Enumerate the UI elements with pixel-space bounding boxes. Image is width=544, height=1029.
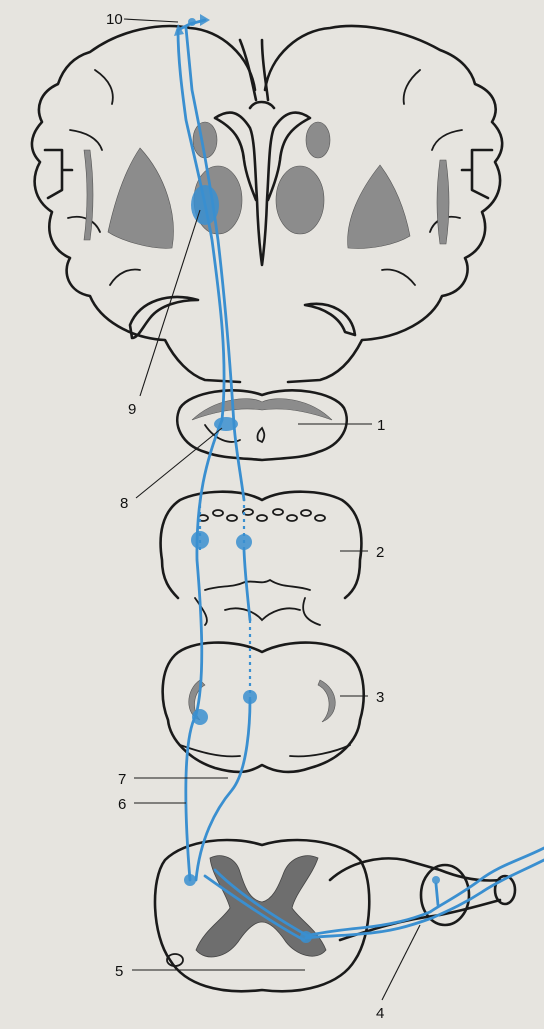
left-temporal-horn [130,297,198,338]
right-sulci [382,70,462,285]
leader-4 [382,925,420,1000]
right-temporal-horn [305,304,355,335]
callout-2: 2 [376,544,384,561]
pons-section [161,492,362,625]
dorsal-root-ganglion [421,865,469,925]
ganglion-neuron-process [436,884,438,905]
callout-3: 3 [376,689,384,706]
cortical-terminal-node [188,18,196,26]
left-lentiform-nucleus [108,148,173,248]
brain-coronal-section [32,26,502,382]
right-lateral-fissure [462,150,492,198]
right-lentiform-nucleus [348,165,410,248]
callout-7: 7 [118,771,126,788]
interhemispheric-fissure [240,40,268,100]
cortical-arrow-2 [200,14,210,26]
ascending-sensory-pathway [174,14,544,943]
cord-synapse-left [184,874,196,886]
midbrain-lemniscus-node [214,417,238,431]
right-claustrum [437,160,449,244]
pons-node-left [191,531,209,549]
callout-1: 1 [377,417,385,434]
callout-9: 9 [128,401,136,418]
right-caudate-nucleus [306,122,330,158]
left-claustrum [84,150,93,240]
cord-synapse-center [300,931,312,943]
spinal-cord-section [155,840,515,991]
right-thalamus [276,166,324,234]
callout-10: 10 [106,11,123,28]
medial-lemniscus-band [192,399,332,420]
callout-5: 5 [115,963,123,980]
cerebral-aqueduct [257,428,264,442]
thalamus-relay-node [191,185,219,225]
midbrain-section [177,390,346,460]
medulla-node-right [243,690,257,704]
callout-4: 4 [376,1005,384,1022]
third-ventricle [250,102,274,108]
leader-8 [136,428,222,498]
right-inferior-olive [318,680,335,722]
medulla-section [163,643,364,772]
left-lateral-fissure [45,150,72,198]
pontine-nuclei [198,509,325,521]
medulla-bottom-line [180,745,350,756]
medulla-node-left [192,709,208,725]
leader-10 [124,19,178,22]
pons-node-right [236,534,252,550]
pons-lower-curves [195,598,320,625]
pons-fibers [205,580,310,590]
callout-6: 6 [118,796,126,813]
midbrain-outline [177,390,346,460]
callout-8: 8 [120,495,128,512]
peripheral-fiber [310,848,544,935]
